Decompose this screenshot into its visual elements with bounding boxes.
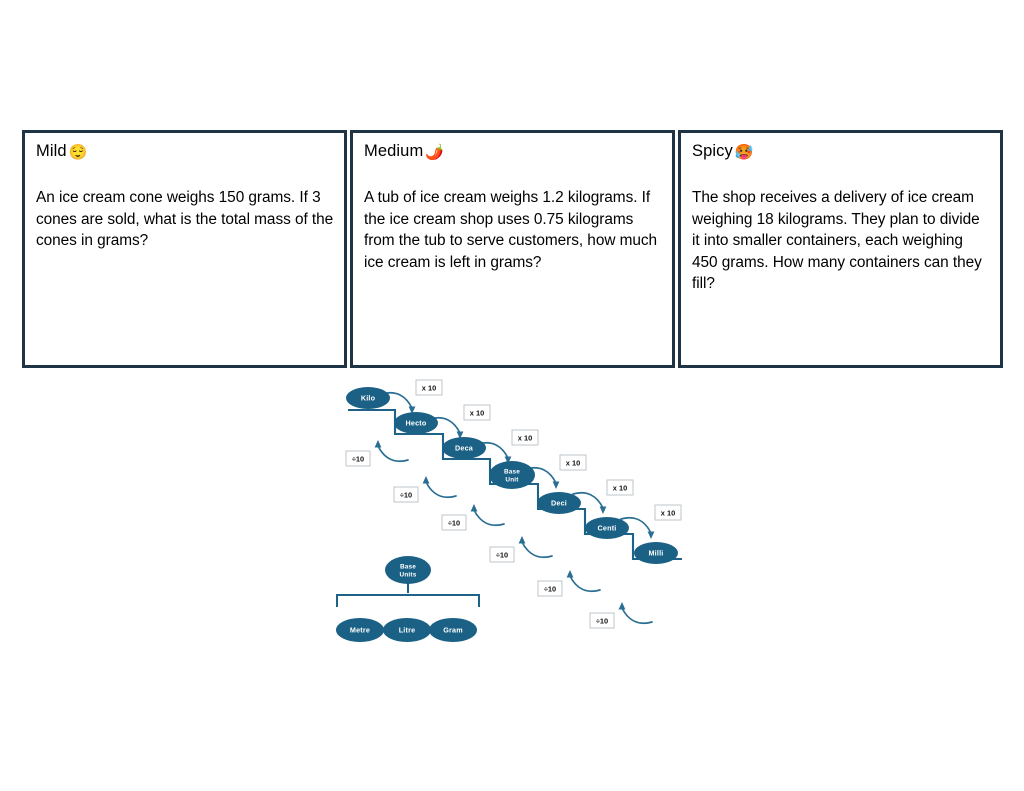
metric-staircase-diagram: Kilo Hecto Deca Base Unit Deci Centi Mil… (330, 378, 702, 650)
divide-label-box-5 (537, 580, 563, 597)
node-base-units-parent (385, 556, 431, 584)
node-gram-label: Gram (443, 626, 463, 635)
multiply-arrow-4 (552, 481, 560, 489)
multiply-label-box-3 (511, 429, 539, 446)
node-base-unit-label-line2: Unit (505, 477, 519, 484)
divide-label-box-3 (441, 514, 467, 531)
multiply-label-box-2 (463, 404, 491, 421)
multiply-label-1: x 10 (422, 384, 436, 393)
multiply-arrow-3 (504, 456, 512, 464)
question-title-medium: Medium🌶️ (364, 141, 662, 163)
divide-label-3: ÷10 (448, 519, 460, 528)
divide-arrow-1 (374, 440, 382, 448)
multiply-label-5: x 10 (613, 484, 627, 493)
question-body-medium: A tub of ice cream weighs 1.2 kilograms.… (364, 189, 658, 271)
multiply-label-3: x 10 (518, 434, 532, 443)
divide-arc-1 (377, 445, 409, 463)
multiply-label-box-5 (606, 479, 634, 496)
divide-label-6: ÷10 (596, 617, 608, 626)
divide-arrow-6 (618, 602, 626, 610)
multiply-arrow-1 (408, 406, 416, 414)
multiply-label-box-4 (559, 454, 587, 471)
chili-pepper-emoji: 🌶️ (425, 144, 445, 161)
node-kilo (346, 387, 390, 409)
relieved-face-emoji: 😌 (68, 144, 88, 161)
multiply-label-2: x 10 (470, 409, 484, 418)
multiply-label-box-6 (654, 504, 682, 521)
divide-arc-6 (621, 607, 653, 625)
node-deci-label: Deci (551, 499, 567, 508)
divide-label-box-4 (489, 546, 515, 563)
divide-arrow-4 (518, 536, 526, 544)
node-litre (383, 618, 431, 642)
divide-arc-2 (425, 481, 457, 499)
question-title-text-medium: Medium (364, 142, 424, 160)
divide-label-2: ÷10 (400, 491, 412, 500)
question-title-spicy: Spicy🥵 (692, 141, 990, 163)
question-box-spicy: Spicy🥵 The shop receives a delivery of i… (678, 130, 1003, 368)
node-deci (537, 492, 581, 514)
multiply-arc-6 (620, 516, 652, 534)
divide-label-5: ÷10 (544, 585, 556, 594)
multiply-arrow-6 (647, 531, 655, 539)
divide-arrow-3 (470, 504, 478, 512)
question-body-mild: An ice cream cone weighs 150 grams. If 3… (36, 189, 334, 249)
question-title-text-mild: Mild (36, 142, 67, 160)
divide-label-4: ÷10 (496, 551, 508, 560)
divide-label-box-2 (393, 486, 419, 503)
node-gram (429, 618, 477, 642)
multiply-arrow-2 (456, 431, 464, 439)
node-hecto (394, 412, 438, 434)
divide-label-box-6 (589, 612, 615, 629)
node-centi-label: Centi (598, 524, 617, 533)
node-metre (336, 618, 384, 642)
node-deca (442, 437, 486, 459)
node-milli (634, 542, 678, 564)
question-title-text-spicy: Spicy (692, 142, 733, 160)
question-box-mild: Mild😌 An ice cream cone weighs 150 grams… (22, 130, 347, 368)
multiply-arrow-5 (599, 506, 607, 514)
node-litre-label: Litre (399, 626, 416, 635)
divide-arrow-5 (566, 570, 574, 578)
node-hecto-label: Hecto (406, 419, 427, 428)
node-base-unit-label-line1: Base (504, 469, 520, 476)
question-body-spicy: The shop receives a delivery of ice crea… (692, 189, 982, 292)
multiply-label-box-1 (415, 379, 443, 396)
node-centi (585, 517, 629, 539)
node-base-units-label-line2: Units (400, 572, 417, 579)
multiply-label-4: x 10 (566, 459, 580, 468)
base-units-bracket (336, 594, 480, 607)
divide-label-1: ÷10 (352, 455, 364, 464)
hot-face-emoji: 🥵 (734, 144, 754, 161)
node-base-units-label-line1: Base (400, 564, 416, 571)
node-metre-label: Metre (350, 626, 370, 635)
node-kilo-label: Kilo (361, 394, 376, 403)
node-milli-label: Milli (649, 549, 664, 558)
divide-arrow-2 (422, 476, 430, 484)
node-base-unit (489, 461, 535, 489)
divide-arc-5 (569, 575, 601, 593)
divide-label-box-1 (345, 450, 371, 467)
node-deca-label: Deca (455, 444, 474, 453)
divide-arc-3 (473, 509, 505, 527)
multiply-arc-5 (572, 491, 604, 509)
question-box-medium: Medium🌶️ A tub of ice cream weighs 1.2 k… (350, 130, 675, 368)
divide-arc-4 (521, 541, 553, 559)
question-title-mild: Mild😌 (36, 141, 334, 163)
multiply-label-6: x 10 (661, 509, 675, 518)
